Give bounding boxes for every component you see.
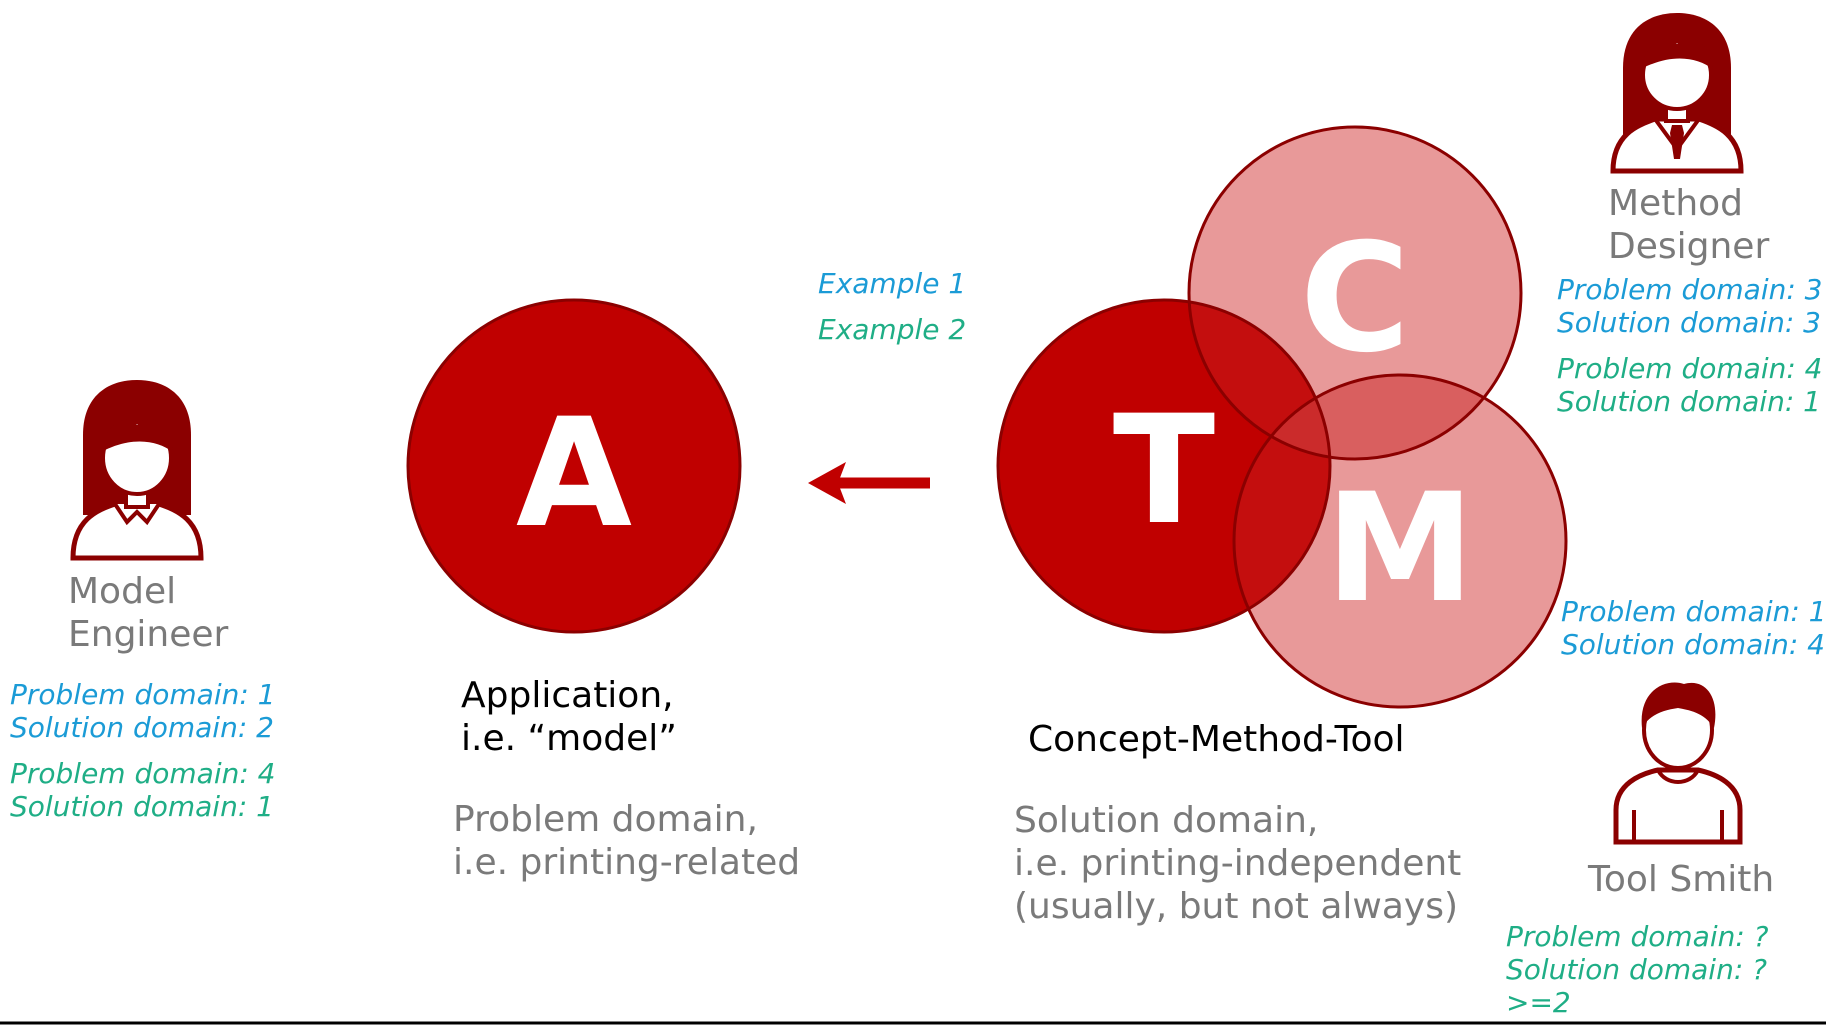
tool-smith-ex2-solution: Solution domain: ? xyxy=(1506,953,1767,986)
model-engineer-ex1-solution: Solution domain: 2 xyxy=(10,711,274,744)
legend-example-2: Example 2 xyxy=(818,313,966,346)
m-circle-ex1-problem: Problem domain: 1 xyxy=(1561,595,1826,628)
tool-smith-name: Tool Smith xyxy=(1587,859,1774,900)
letter-t: T xyxy=(1113,384,1215,558)
arrow-cmt-to-application xyxy=(808,462,930,504)
model-engineer-ex2-solution: Solution domain: 1 xyxy=(10,790,274,823)
female-user-icon xyxy=(70,380,204,561)
tool-smith-ex2-problem: Problem domain: ? xyxy=(1506,920,1769,953)
problem-domain-caption-2: i.e. printing-related xyxy=(453,842,800,883)
problem-domain-caption-1: Problem domain, xyxy=(453,799,758,840)
model-engineer-ex1-problem: Problem domain: 1 xyxy=(10,678,276,711)
solution-domain-caption-1: Solution domain, xyxy=(1014,800,1318,841)
model-engineer-name-2: Engineer xyxy=(68,614,229,655)
male-user-icon xyxy=(1613,682,1743,845)
solution-domain-caption-2: i.e. printing-independent xyxy=(1014,843,1461,884)
m-circle-ex1-solution: Solution domain: 4 xyxy=(1561,628,1825,661)
method-designer-ex2-problem: Problem domain: 4 xyxy=(1557,352,1823,385)
solution-domain-caption-3: (usually, but not always) xyxy=(1014,886,1458,927)
application-caption-1: Application, xyxy=(461,675,674,716)
cmt-circles: C T M xyxy=(996,125,1568,709)
application-circle: A xyxy=(406,298,742,634)
letter-c: C xyxy=(1300,212,1410,386)
cmt-caption: Concept-Method-Tool xyxy=(1028,719,1405,760)
female-business-user-icon xyxy=(1610,13,1744,174)
legend-example-1: Example 1 xyxy=(818,267,966,300)
application-caption-2: i.e. “model” xyxy=(461,718,677,759)
method-designer-ex2-solution: Solution domain: 1 xyxy=(1557,385,1821,418)
letter-m: M xyxy=(1325,462,1474,636)
tool-smith-ex2-extra: >=2 xyxy=(1506,986,1571,1019)
method-designer-name-2: Designer xyxy=(1608,226,1769,267)
method-designer-ex1-solution: Solution domain: 3 xyxy=(1557,306,1821,339)
letter-a: A xyxy=(516,387,632,561)
model-engineer-ex2-problem: Problem domain: 4 xyxy=(10,757,276,790)
method-designer-name-1: Method xyxy=(1608,183,1743,224)
method-designer-ex1-problem: Problem domain: 3 xyxy=(1557,273,1823,306)
model-engineer-name-1: Model xyxy=(68,571,176,612)
